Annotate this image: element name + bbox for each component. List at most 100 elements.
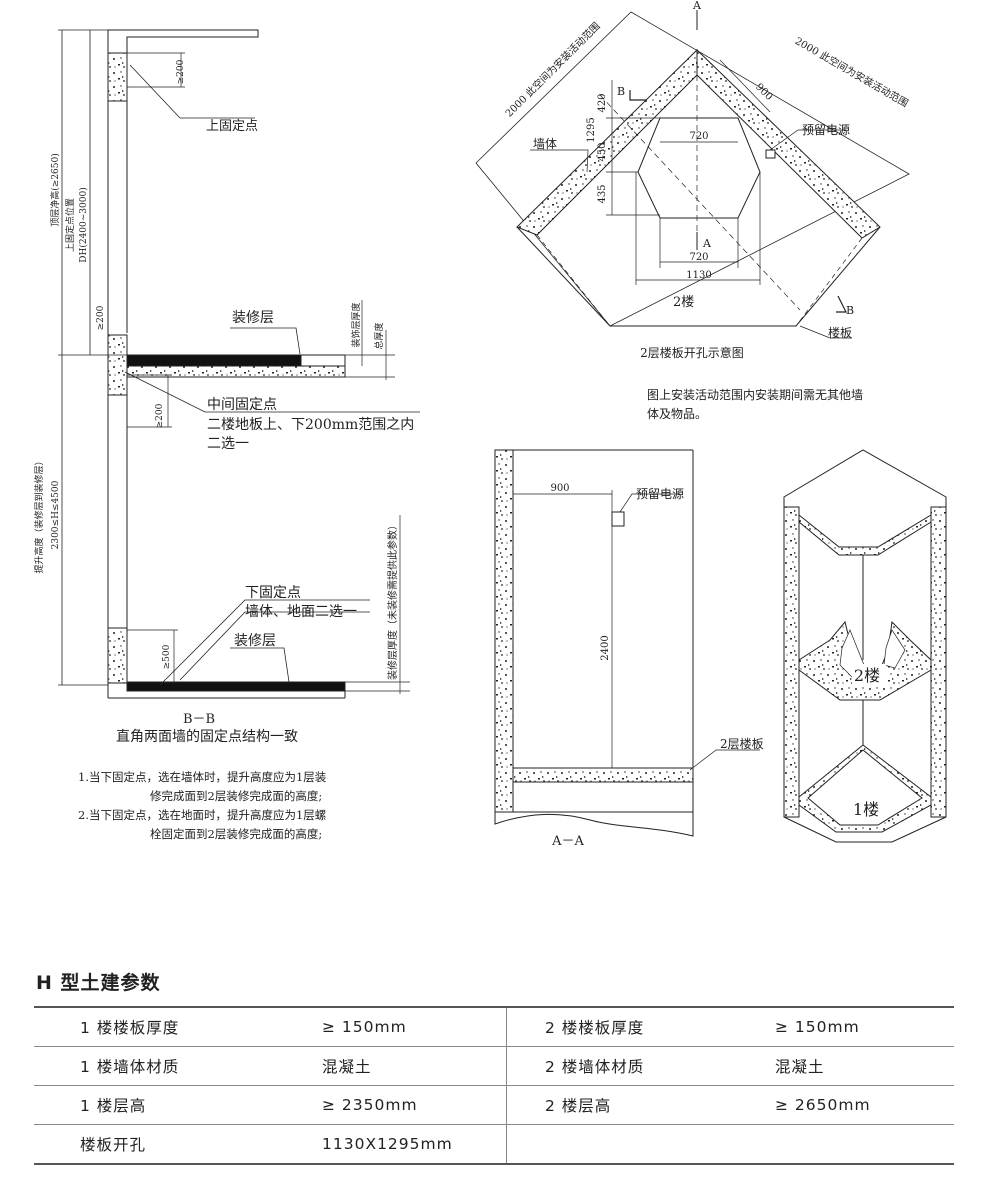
label-lower-fix-note: 墙体、地面二选一 [245,604,357,620]
plan-marker-b-right: B [846,304,854,317]
plan-range-right: 2000 此空间为安装活动范围 [793,34,911,110]
floor1-finish-layer [126,681,346,692]
plan-power-box [765,149,776,159]
plan-label-wall: 墙体 [533,137,557,151]
bb-texts: ≥200 ≥200 ≥200 ≥500 顶层净高(≥2650) 上固定点位置 D… [33,59,414,745]
iso-ceiling-slab [798,513,932,556]
bb-note-line3: 2.当下固定点，选在地面时，提升高度应为1层螺 [78,808,327,822]
plan-dim-720-bottom: 720 [689,252,708,263]
bb-caption-note: 直角两面墙的固定点结构一致 [116,728,298,745]
dim-top-fix-pos: 上固定点位置 [64,198,76,252]
upper-wall-outline [107,29,259,358]
label-lower-fix: 下固定点 [245,585,301,601]
param-label [506,1124,771,1165]
plan-dim-450: 450 [597,142,608,161]
param-value: ≥ 2650mm [771,1085,954,1125]
iso-top-cap [783,449,947,554]
upper-wall-concrete [107,52,128,102]
iso-view [783,449,947,843]
aa-section [494,449,760,837]
bb-section [58,29,420,699]
aa-dim-2400: 2400 [600,635,611,660]
dim-lift-height: 提升高度（装修层到装修层） [33,456,45,573]
param-label: 2 楼层高 [506,1085,771,1125]
aa-break-line [494,811,694,837]
param-value: ≥ 2350mm [316,1085,507,1125]
params-title: H 型土建参数 [36,972,161,994]
param-label: 1 楼墙体材质 [34,1046,316,1086]
plan-marker-b-left: B [617,85,625,98]
dim-total-thick: 总厚度 [373,322,385,349]
dim-gt200-mid-lower: ≥200 [155,403,165,428]
plan-dim-1130: 1130 [686,270,711,281]
param-value: 混凝土 [771,1046,954,1086]
lower-wall-concrete [107,627,128,684]
bb-note-line2: 修完成面到2层装修完成面的高度; [150,789,323,803]
param-value: 混凝土 [316,1046,507,1086]
aa-label-power: 预留电源 [636,487,684,501]
dim-gt200-mid-upper: ≥200 [96,305,106,330]
param-label: 2 楼楼板厚度 [506,1006,771,1047]
aa-label-slab: 2层楼板 [720,736,764,751]
iso-texts: 2楼 1楼 [853,666,880,819]
plan-dim-435: 435 [597,184,608,203]
bb-caption: B－B [183,712,215,727]
plan-label-power: 预留电源 [802,123,850,137]
label-mid-fix: 中间固定点 [207,397,277,413]
bb-notes: 1.当下固定点，选在墙体时，提升高度应为1层装 修完成面到2层装修完成面的高度;… [78,768,338,844]
dim-dh: DH(2400~3000) [78,187,89,262]
param-value: 1130X1295mm [316,1124,507,1165]
iso-left-wall [783,506,800,818]
aa-power-box [611,511,625,527]
plan-marker-a-top: A [692,0,702,12]
param-value [771,1124,954,1165]
plan-label-floor: 2楼 [673,295,694,310]
param-label: 2 楼墙体材质 [506,1046,771,1086]
iso-label-floor2: 2楼 [854,666,880,685]
plan-dim-420: 420 [597,93,608,112]
label-mid-fix-note2: 二选一 [207,436,249,452]
dim-top-height: 顶层净高(≥2650) [49,153,61,226]
aa-caption: A－A [551,834,584,849]
plan-note-line2: 体及物品。 [647,407,707,421]
plan-note-line1: 图上安装活动范围内安装期间需无其他墙 [647,387,863,402]
label-deco-lower: 装修层 [234,633,276,649]
label-deco-upper: 装修层 [232,310,274,326]
label-mid-fix-note1: 二楼地板上、下200mm范围之内 [207,416,414,433]
plan-marker-a-bottom: A [702,237,712,250]
plan-range-left: 2000 此空间为安装活动范围 [502,19,602,119]
iso-right-wall [930,506,947,818]
dim-gt200-top: ≥200 [176,59,186,84]
iso-floor2-slab [798,620,932,701]
iso-label-floor1: 1楼 [853,800,879,819]
plan-label-slab: 楼板 [828,325,852,340]
param-label: 1 楼楼板厚度 [34,1006,316,1047]
dim-lower-deco-thick: 装修层厚度（未装修需提供此参数） [386,520,399,680]
plan-dim-1295: 1295 [586,117,597,142]
bb-note-line1: 1.当下固定点，选在墙体时，提升高度应为1层装 [78,770,327,784]
aa-dim-900: 900 [550,483,569,494]
label-upper-fix: 上固定点 [206,119,258,134]
dim-deco-thick: 装饰层厚度 [350,302,362,347]
aa-texts: 900 预留电源 2400 2层楼板 A－A [550,483,763,849]
technical-drawing: ≥200 ≥200 ≥200 ≥500 顶层净高(≥2650) 上固定点位置 D… [33,0,947,849]
plan-dim-720-top: 720 [689,131,708,142]
plan-view [475,10,910,339]
plan-caption: 2层楼板开孔示意图 [640,345,744,360]
dim-lift-range: 2300≤H≤4500 [51,480,61,549]
aa-floor2-slab [512,767,694,783]
dim-gt500: ≥500 [162,644,172,669]
floor2-finish-layer [126,354,302,367]
param-value: ≥ 150mm [771,1006,954,1047]
param-value: ≥ 150mm [316,1006,507,1047]
aa-wall-concrete [494,449,514,813]
plan-slab-outline [516,226,881,327]
mid-wall-concrete [107,334,128,396]
param-label: 楼板开孔 [34,1124,316,1165]
param-label: 1 楼层高 [34,1085,316,1125]
